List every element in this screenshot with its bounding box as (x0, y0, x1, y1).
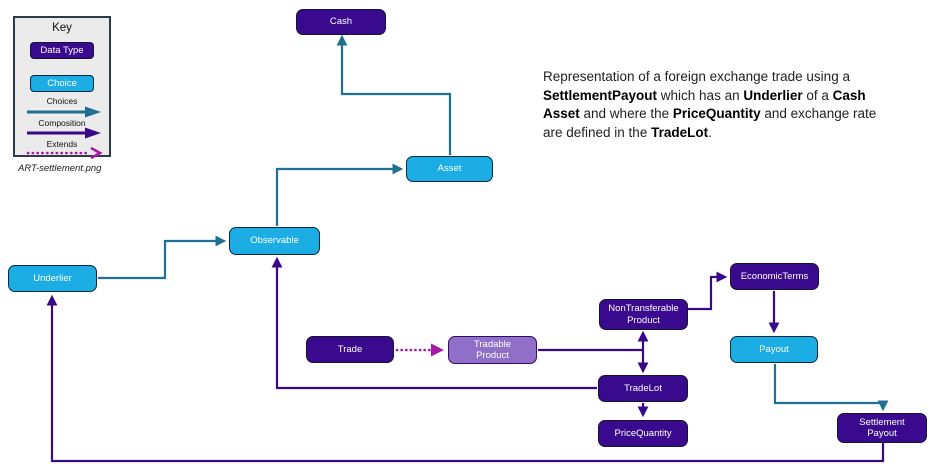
node-underlier-label: Underlier (33, 272, 72, 284)
node-tradable-product-label: Tradable Product (473, 338, 512, 361)
legend-composition-arrow (27, 127, 101, 139)
node-tradable-product: Tradable Product (448, 336, 537, 364)
legend-title: Key (52, 22, 72, 34)
description-text: Representation of a foreign exchange tra… (543, 68, 879, 143)
node-nontransferable-product: NonTransferable Product (599, 299, 688, 330)
node-observable: Observable (229, 227, 320, 255)
edge-payout-to-settlement-payout (773, 364, 889, 412)
edge-observable-to-asset (275, 163, 404, 226)
legend-data-type-label: Data Type (40, 45, 84, 56)
node-trade-label: Trade (337, 343, 363, 355)
node-tradelot-label: TradeLot (624, 382, 662, 394)
legend-extends-label: Extends (46, 139, 78, 149)
node-underlier: Underlier (8, 265, 97, 292)
legend-choices-arrow-head (85, 106, 101, 118)
legend-choices-label: Choices (46, 96, 78, 106)
node-payout: Payout (730, 336, 818, 363)
description-segment: and exchange rate are defined in the (543, 106, 877, 140)
node-asset-label: Asset (437, 163, 462, 175)
node-economic-terms: EconomicTerms (730, 263, 819, 290)
edge-tradelot-to-observable (271, 256, 597, 390)
description-cash-asset: Cash Asset (543, 87, 866, 122)
node-asset: Asset (406, 156, 493, 182)
node-cash-label: Cash (329, 16, 353, 28)
artifact-filename: ART-settlement.png (18, 163, 102, 174)
description-segment: which has an (657, 87, 744, 103)
legend-choices-arrow (27, 106, 101, 118)
legend-key: Key Data Type Choice Choices Composition… (13, 16, 111, 159)
node-tradelot: TradeLot (598, 375, 688, 402)
node-nontransferable-product-label: NonTransferable Product (608, 303, 679, 326)
description-segment: . (708, 124, 712, 140)
description-tradelot: TradeLot (651, 124, 709, 140)
description-segment: and where the (579, 106, 673, 122)
legend-extends-arrow-head (90, 147, 103, 159)
legend-composition-label: Composition (38, 118, 86, 128)
legend-extends-arrow (26, 147, 103, 159)
node-observable-label: Observable (250, 235, 299, 247)
node-cash: Cash (296, 9, 386, 35)
edge-settlement-payout-to-underlier (46, 294, 885, 463)
legend-choice-label: Choice (47, 78, 77, 89)
edge-nontransferable-product-to-economic-terms (688, 271, 728, 311)
node-settlement-payout-label: Settlement Payout (859, 416, 905, 439)
description-underlier: Underlier (743, 87, 803, 103)
node-payout-label: Payout (759, 343, 789, 355)
edge-asset-to-cash (336, 34, 452, 155)
node-trade: Trade (306, 336, 394, 363)
edge-underlier-to-observable (98, 235, 227, 280)
node-price-quantity: PriceQuantity (598, 420, 688, 447)
node-price-quantity-label: PriceQuantity (614, 427, 672, 439)
legend-composition-arrow-head (85, 127, 101, 139)
description-segment: Representation of a foreign exchange tra… (543, 69, 850, 84)
node-settlement-payout: Settlement Payout (837, 413, 927, 443)
description-settlement-payout: SettlementPayout (543, 87, 658, 103)
description-price-quantity: PriceQuantity (672, 106, 761, 122)
legend-choice-swatch: Choice (30, 75, 94, 92)
node-economic-terms-label: EconomicTerms (740, 270, 809, 282)
legend-data-type-swatch: Data Type (30, 42, 94, 59)
description-segment: of a (802, 87, 833, 103)
